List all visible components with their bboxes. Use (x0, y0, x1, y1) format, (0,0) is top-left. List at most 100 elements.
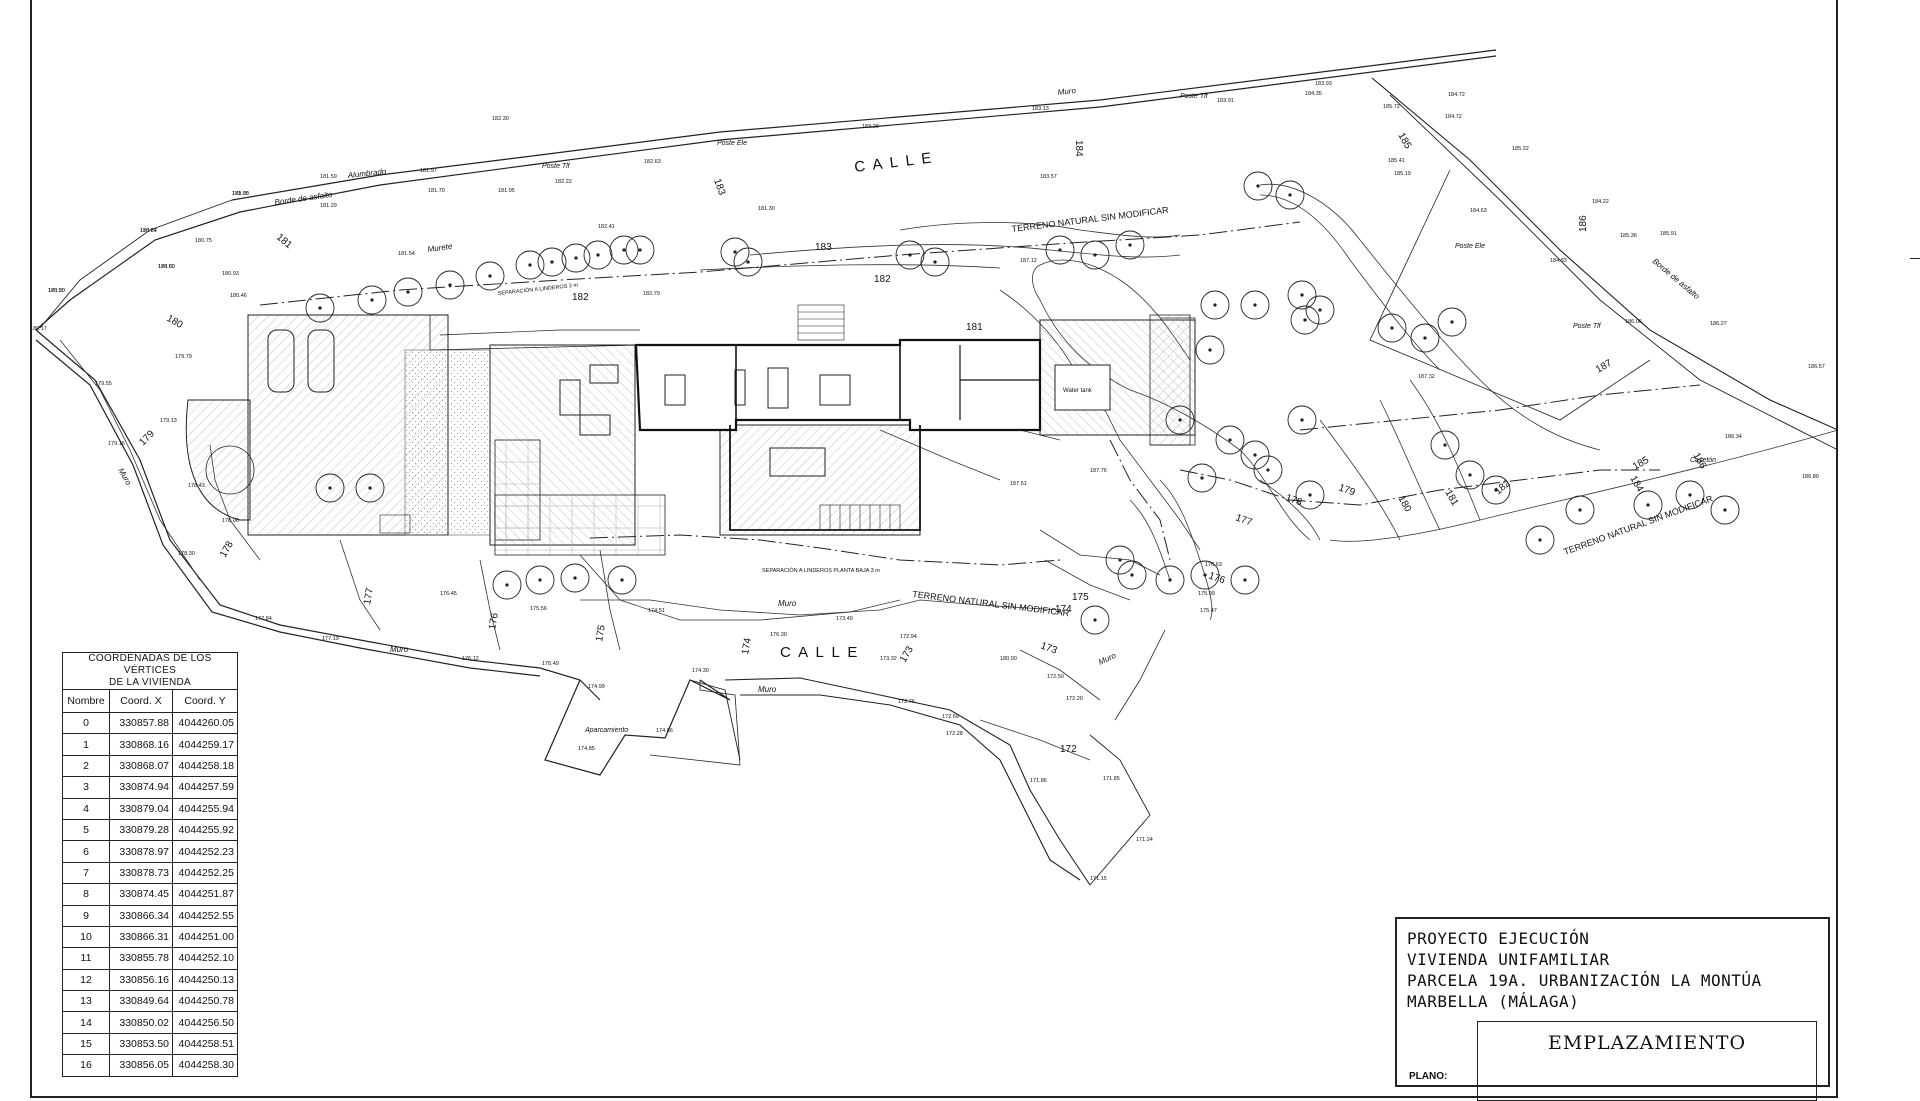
sheet-name: EMPLAZAMIENTO (1547, 1032, 1747, 1054)
tree-symbol (393, 277, 423, 307)
vertex-name-cell: 7 (62, 861, 110, 885)
coord-y-cell: 4044255.94 (172, 797, 238, 820)
coord-y-cell: 4044251.87 (172, 883, 238, 906)
tree-symbol (1155, 565, 1185, 595)
tree-symbol (1481, 475, 1511, 505)
tree-center (1118, 558, 1122, 562)
tree-symbol (1287, 280, 1317, 310)
tree-symbol (305, 293, 335, 323)
tree-center (733, 250, 737, 254)
spot-elevation-label: 176.30 (770, 632, 787, 638)
tree-center (1468, 473, 1472, 477)
tree-symbol (583, 240, 613, 270)
tree-symbol (1455, 460, 1485, 490)
tree-center (1228, 438, 1232, 442)
water-tank-label: Water tank (1063, 388, 1093, 394)
tree-symbol (1437, 307, 1467, 337)
coord-x-cell: 330856.05 (109, 1054, 173, 1077)
coord-x-cell: 330879.04 (109, 797, 173, 820)
spot-elevation-label: 173.32 (880, 656, 897, 662)
spot-elevation-label: 172.94 (900, 634, 917, 640)
coord-y-cell: 4044257.59 (172, 776, 238, 799)
spot-elevation-labels: 181.35180.67180.50180.30180.17179.79179.… (30, 81, 1825, 882)
tree-center (368, 486, 372, 490)
tree-center (318, 306, 322, 310)
coord-y-cell: 4044252.25 (172, 861, 238, 885)
spot-elevation-label: 179.00 (232, 191, 249, 197)
spot-elevation-label: 180.93 (222, 271, 239, 277)
tree-center (528, 263, 532, 267)
table-header-row: Nombre Coord. X Coord. Y (62, 689, 238, 713)
tree-symbol (1215, 425, 1245, 455)
street-label-lower: C A L L E (780, 644, 859, 661)
tree-symbol (1253, 455, 1283, 485)
tree-center (1256, 184, 1260, 188)
spot-elevation-label: 172.28 (946, 731, 963, 737)
murete-label: Murete (427, 242, 453, 254)
tree-center (1128, 243, 1132, 247)
coord-y-cell: 4044250.13 (172, 968, 238, 992)
tree-center (550, 260, 554, 264)
tree-center (908, 253, 912, 257)
house-plan (185, 304, 1196, 556)
vertex-name-cell: 12 (62, 968, 110, 992)
spot-elevation-label: 182.30 (492, 116, 509, 122)
tree-center (573, 576, 577, 580)
spot-elevation-label: 180.46 (230, 293, 247, 299)
tree-symbol (1195, 335, 1225, 365)
spot-elevation-label: 172.69 (942, 714, 959, 720)
poste-tlf-label-1: Poste Tlf (1180, 93, 1209, 100)
muro-label-5: Muro (778, 599, 797, 608)
coord-y-cell: 4044259.17 (172, 733, 238, 756)
tree-center (596, 253, 600, 257)
tree-symbol (607, 565, 637, 595)
coord-y-cell: 4044252.23 (172, 840, 238, 863)
lower-road-lines (724, 629, 1166, 886)
spot-elevation-label: 185.91 (1660, 231, 1677, 237)
spot-elevation-label: 181.70 (428, 188, 445, 194)
tree-center (488, 274, 492, 278)
tree-center (1308, 493, 1312, 497)
spot-elevation-label: 186.34 (1725, 434, 1742, 440)
spot-elevation-label: 185.72 (1383, 104, 1400, 110)
tree-center (1443, 443, 1447, 447)
coord-y-cell: 4044260.05 (172, 711, 238, 735)
spot-elevation-label: 178.00 (158, 264, 175, 270)
tree-center (1423, 336, 1427, 340)
spot-elevation-label: 177.19 (322, 636, 339, 642)
spot-elevation-label: 176.12 (462, 656, 479, 662)
spot-elevation-label: 187.12 (1020, 258, 1037, 264)
contour-elevation-label: 182 (572, 292, 589, 303)
vertex-name-cell: 9 (62, 904, 110, 927)
spot-elevation-label: 171.85 (1103, 776, 1120, 782)
coord-y-cell: 4044252.10 (172, 947, 238, 970)
tree-center (1390, 326, 1394, 330)
spot-elevation-label: 182.63 (644, 159, 661, 165)
muro-label-2: Muro (390, 645, 409, 654)
tree-center (622, 248, 626, 252)
tree-symbol (1275, 180, 1305, 210)
contour-elevation-label: 177 (362, 587, 376, 606)
spot-elevation-label: 174.66 (656, 728, 673, 734)
spot-elevation-label: 181.59 (320, 174, 337, 180)
tree-symbol (355, 473, 385, 503)
muro-label-3: Muro (758, 685, 777, 694)
tree-center (505, 583, 509, 587)
tree-center (1578, 508, 1582, 512)
spot-elevation-label: 185.41 (1388, 158, 1405, 164)
spot-elevation-label: 185.22 (1512, 146, 1529, 152)
spot-elevation-label: 185.36 (1620, 233, 1637, 239)
tree-symbol (1377, 313, 1407, 343)
spot-elevation-label: 180.50 (158, 264, 175, 270)
spot-elevation-label: 186.89 (1802, 474, 1819, 480)
coord-x-cell: 330878.97 (109, 840, 173, 863)
upper-road-lines (35, 49, 1497, 331)
tree-symbol (1045, 235, 1075, 265)
